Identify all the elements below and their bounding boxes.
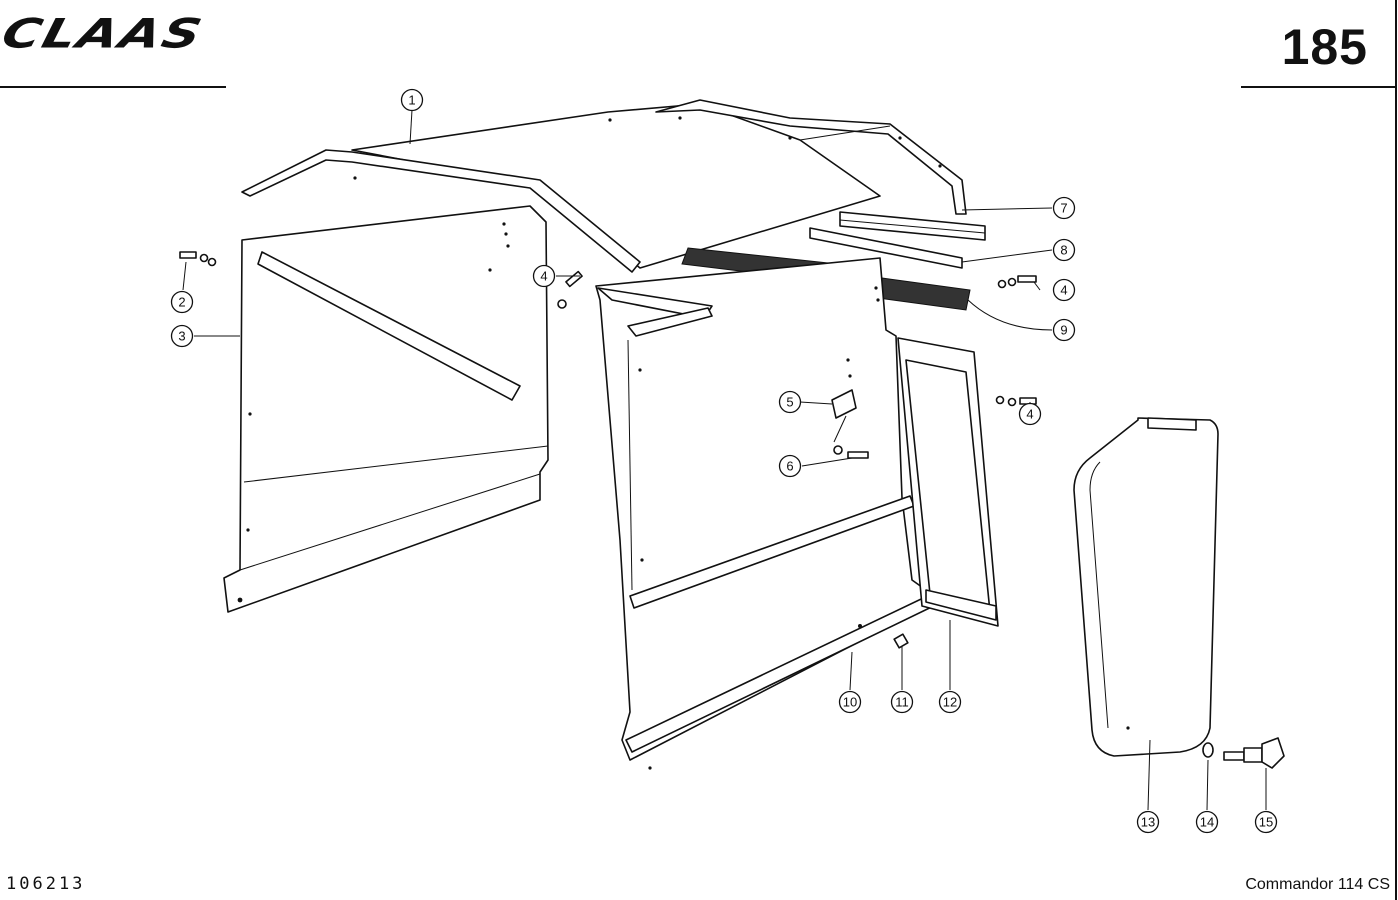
- svg-text:4: 4: [1060, 283, 1067, 298]
- callout-9: 9: [1052, 318, 1076, 342]
- svg-text:8: 8: [1060, 243, 1067, 258]
- svg-text:10: 10: [843, 695, 857, 710]
- page-number: 185: [1281, 19, 1368, 75]
- callout-7: 7: [1052, 196, 1076, 220]
- svg-text:4: 4: [1026, 407, 1033, 422]
- callout-3: 3: [170, 324, 194, 348]
- callout-4a: 4: [532, 264, 556, 288]
- svg-text:4: 4: [540, 269, 547, 284]
- callout-8: 8: [1052, 238, 1076, 262]
- callout-15: 15: [1254, 810, 1278, 834]
- callout-2: 2: [170, 290, 194, 314]
- roof-panel: [241, 99, 967, 273]
- rear-frame: [897, 337, 999, 627]
- callout-4b: 4: [1052, 278, 1076, 302]
- callout-5: 5: [778, 390, 802, 414]
- cap-and-washer: [1202, 737, 1285, 769]
- callout-14: 14: [1195, 810, 1219, 834]
- callout-1: 1: [400, 88, 424, 112]
- callout-10: 10: [838, 690, 862, 714]
- svg-text:7: 7: [1060, 201, 1067, 216]
- document-number: 106213: [6, 874, 86, 894]
- svg-text:11: 11: [895, 695, 909, 710]
- front-side-panel: [595, 257, 947, 770]
- svg-text:13: 13: [1141, 815, 1155, 830]
- svg-text:2: 2: [178, 295, 185, 310]
- rear-strips: [809, 211, 986, 269]
- tank-body: [1073, 417, 1219, 757]
- svg-text:15: 15: [1259, 815, 1273, 830]
- left-side-panel: [223, 205, 549, 613]
- svg-text:5: 5: [786, 395, 793, 410]
- svg-text:14: 14: [1200, 815, 1214, 830]
- page-border-right: [1395, 0, 1397, 900]
- callout-6: 6: [778, 454, 802, 478]
- callout-11: 11: [890, 690, 914, 714]
- header-rule-right: [1241, 86, 1397, 88]
- leader-lines: [182, 109, 1267, 811]
- svg-text:6: 6: [786, 459, 793, 474]
- callout-13: 13: [1136, 810, 1160, 834]
- header-rule-left: [0, 86, 226, 88]
- model-name: Commandor 114 CS: [1245, 876, 1390, 893]
- callout-12: 12: [938, 690, 962, 714]
- svg-text:9: 9: [1060, 323, 1067, 338]
- svg-text:1: 1: [408, 93, 415, 108]
- svg-text:3: 3: [178, 329, 185, 344]
- svg-text:12: 12: [943, 695, 957, 710]
- callout-4c: 4: [1018, 402, 1042, 426]
